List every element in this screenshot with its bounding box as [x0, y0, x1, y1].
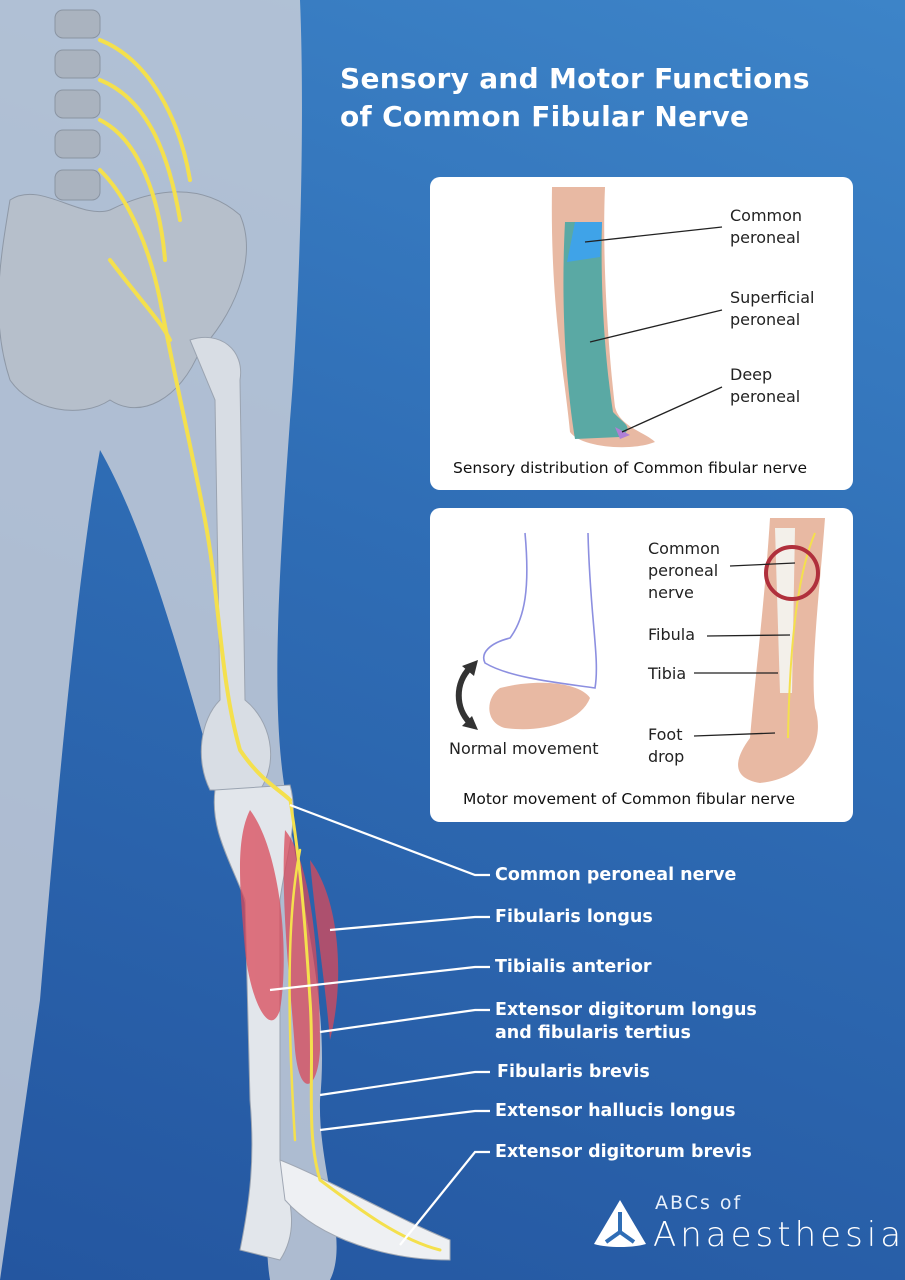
normal-movement-label: Normal movement — [449, 739, 599, 758]
label-tibia: Tibia — [648, 664, 687, 683]
label-fibularis-longus: Fibularis longus — [495, 907, 653, 927]
label-extensor-digitorum-brevis: Extensor digitorum brevis — [495, 1142, 752, 1162]
label-tibialis-anterior: Tibialis anterior — [495, 957, 652, 977]
title-line-2: of Common Fibular Nerve — [340, 100, 750, 133]
sensory-leg-illustration — [551, 187, 723, 448]
label-extensor-hallucis-longus: Extensor hallucis longus — [495, 1101, 736, 1121]
leader-lines — [269, 803, 490, 1246]
motor-caption: Motor movement of Common fibular nerve — [463, 790, 796, 808]
label-fibula: Fibula — [648, 625, 696, 644]
page-title: Sensory and Motor Functions of Common Fi… — [340, 60, 810, 136]
title-line-1: Sensory and Motor Functions — [340, 62, 810, 95]
logo-text-top: ABCs of — [655, 1192, 743, 1214]
motor-illustration — [455, 518, 825, 783]
logo-text-bottom: Anaesthesia — [653, 1215, 905, 1255]
abcs-logo-icon — [594, 1200, 646, 1247]
label-fibularis-brevis: Fibularis brevis — [497, 1062, 650, 1082]
femur — [189, 336, 272, 791]
label-common-peroneal-nerve-main: Common peroneal nerve — [495, 865, 737, 885]
spine — [54, 9, 101, 201]
nerves — [98, 38, 442, 1252]
sensory-caption: Sensory distribution of Common fibular n… — [453, 459, 808, 477]
